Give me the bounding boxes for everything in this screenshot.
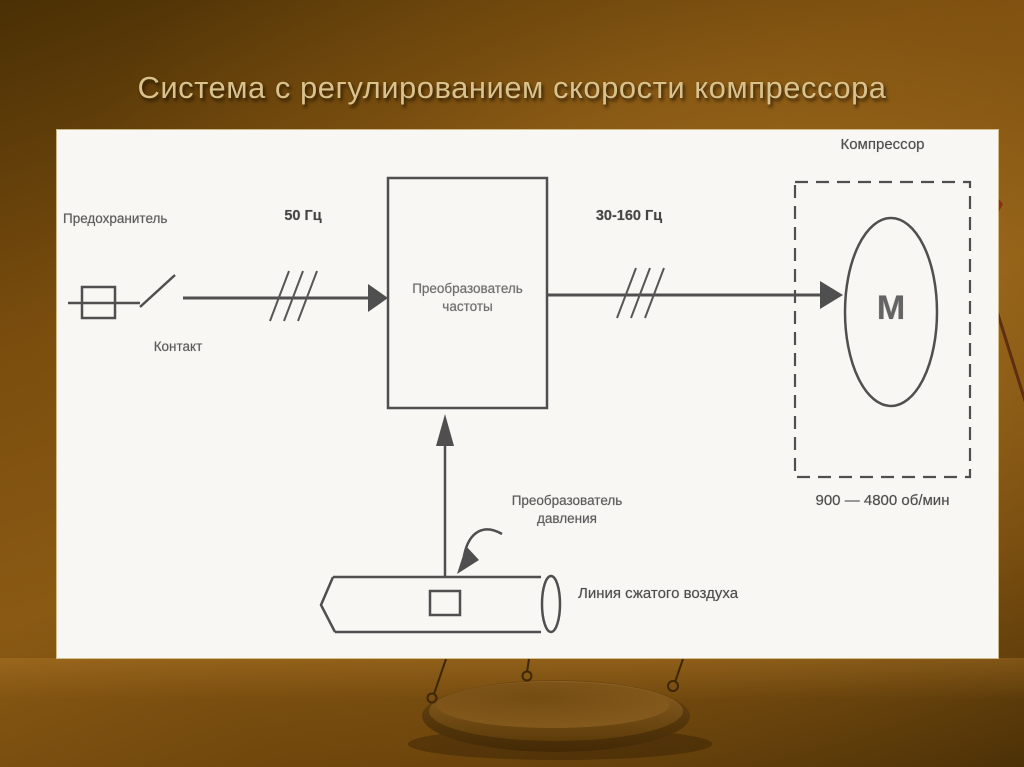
scale-ring-left [426,692,438,704]
input-frequency-label: 50 Гц [284,208,322,224]
pressure-transducer-label-line1: Преобразователь [511,493,623,508]
motor-symbol-label: М [876,289,906,327]
compressor-dashed-boundary [793,180,972,479]
output-frequency-label: 30-160 Гц [595,208,663,224]
arrow-up-icon [436,414,454,446]
pressure-sensor-symbol [428,589,462,617]
scale-ring-center [521,670,533,682]
air-pipe [319,575,541,634]
frequency-converter-label-line2: частоты [442,299,493,314]
compressor-label: Компрессор [840,136,925,153]
scale-dish-surface [437,682,669,728]
slide-title: Система с регулированием скорости компре… [137,70,887,105]
diagram-drawing [68,176,972,634]
motor-circle-symbol [843,216,939,408]
speed-range-label: 900 — 4800 об/мин [815,492,950,509]
three-phase-slashes-output [616,267,665,319]
fuse-label: Предохранитель [63,211,168,226]
contact-label: Контакт [153,339,203,354]
frequency-converter-label-line1: Преобразователь [412,281,523,296]
air-line-label: Линия сжатого воздуха [578,585,739,602]
frequency-converter-box [386,176,549,410]
air-pipe-end-cap [540,574,562,634]
three-phase-slashes-input [269,270,318,322]
fuse-symbol [80,285,117,320]
arrow-down-left-icon [457,546,479,574]
diagram-panel: Предохранитель 50 Гц Контакт Преобразова… [56,129,999,659]
arrow-right-icon [820,281,843,309]
arrow-right-icon [368,284,388,312]
scale-strings [433,658,684,695]
pressure-transducer-label-line2: давления [537,511,597,526]
contact-switch-symbol [139,274,176,308]
scale-arm-line [994,307,1024,403]
scale-ring-right [667,680,679,692]
